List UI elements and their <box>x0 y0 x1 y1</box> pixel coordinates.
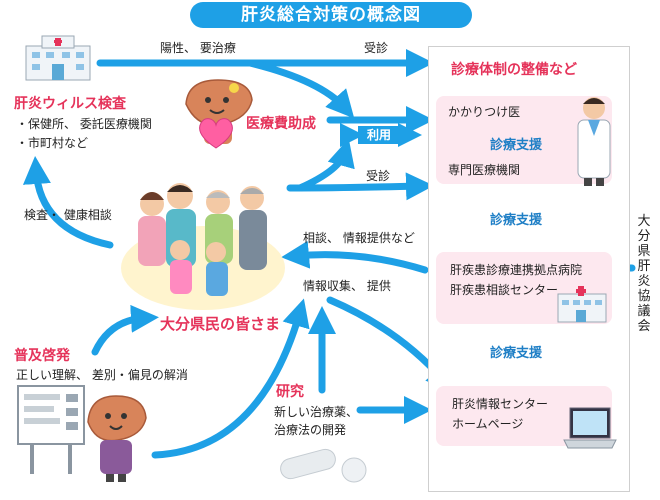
support-label-2: 診療支援 <box>490 346 543 361</box>
hub-center-label: 肝疾患相談センター <box>450 283 559 297</box>
laptop-icon <box>562 406 618 450</box>
research-title: 研究 <box>276 384 304 400</box>
family-doctor-label: かかりつけ医 <box>448 105 521 119</box>
arrow-visit-branch <box>296 138 355 192</box>
heart-icon <box>197 116 235 150</box>
residents-label: 大分県民の皆さま <box>160 315 281 333</box>
subsidy-label: 医療費助成 <box>246 116 316 132</box>
hub-hospital-label: 肝疾患診療連携拠点病院 <box>450 263 583 277</box>
virus-exam-title: 肝炎ウィルス検査 <box>14 96 126 112</box>
awareness-text: 正しい理解、 差別・偏見の解消 <box>16 368 188 382</box>
exam-label: 検査・ 健康相談 <box>24 208 112 222</box>
virus-exam-item-1: ・保健所、 委託医療機関 <box>16 117 152 131</box>
visit-mid-label: 受診 <box>366 169 391 183</box>
research-line-2: 治療法の開発 <box>274 423 347 437</box>
capsule-icon <box>276 446 372 486</box>
arrow-awareness <box>91 304 159 356</box>
info-center-label: 肝炎情報センター <box>452 397 549 411</box>
doctor-icon <box>570 92 618 186</box>
research-line-1: 新しい治療薬、 <box>274 405 359 419</box>
awareness-title: 普及啓発 <box>14 348 70 364</box>
title-banner: 肝炎総合対策の概念図 <box>190 2 472 28</box>
riyou-box <box>358 126 404 144</box>
page-title: 肝炎総合対策の概念図 <box>241 5 421 25</box>
arrow-exam <box>22 156 114 249</box>
hospital-icon <box>22 32 94 82</box>
homepage-label: ホームページ <box>452 417 524 431</box>
hub-hospital-icon <box>556 284 608 324</box>
collect-label: 情報収集、 提供 <box>303 279 391 293</box>
council-label: 大分県肝炎協議会 <box>637 214 651 334</box>
panel-header: 診療体制の整備など <box>451 62 577 78</box>
support-inner-label: 診療支援 <box>490 138 543 153</box>
whiteboard-icon <box>16 382 86 478</box>
arrow-bottom <box>151 298 310 459</box>
consult-label: 相談、 情報提供など <box>303 231 415 245</box>
specialist-label: 専門医療機関 <box>448 163 521 177</box>
positive-label: 陽性、 要治療 <box>160 41 236 55</box>
virus-exam-item-2: ・市町村など <box>16 136 89 150</box>
family-illustration <box>118 178 288 310</box>
arrow-consult <box>281 240 429 274</box>
support-label-1: 診療支援 <box>490 213 543 228</box>
mascot-presenter-icon <box>82 392 150 482</box>
visit-top-label: 受診 <box>364 41 389 55</box>
riyou-label: 利用 <box>367 128 392 142</box>
arrow-to-subsidy <box>246 59 355 119</box>
